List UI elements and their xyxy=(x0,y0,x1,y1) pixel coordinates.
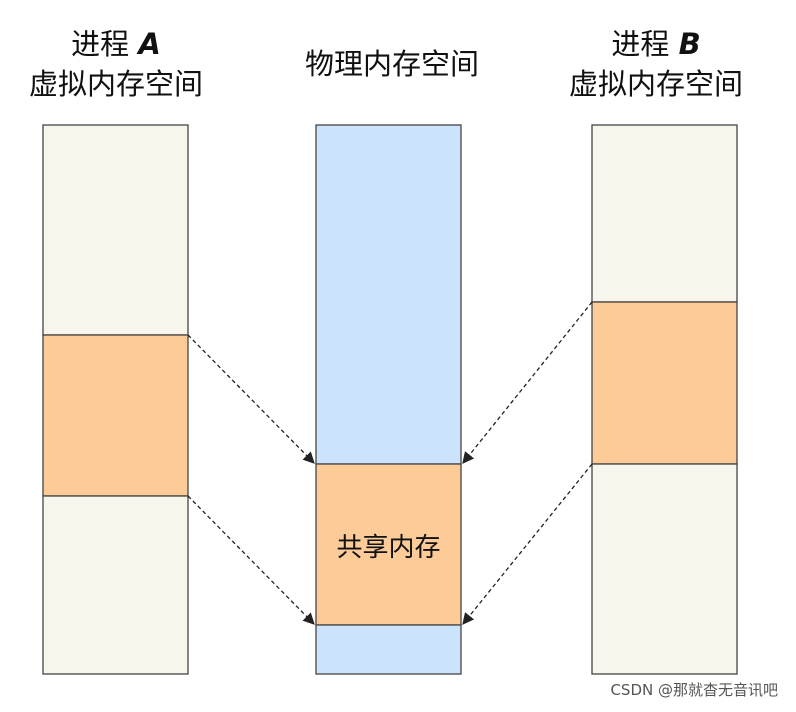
shared-memory-region xyxy=(315,463,462,626)
physical-memory-top xyxy=(315,124,462,465)
process-b-free-bottom xyxy=(591,463,738,675)
arrow-a-bottom-to-shared-bottom xyxy=(187,495,315,625)
process-b-subtitle: 虚拟内存空间 xyxy=(568,67,743,101)
arrow-b-bottom-to-shared-bottom xyxy=(462,463,593,625)
process-b-title-letter: B xyxy=(678,27,701,61)
process-a-title: 进程 A xyxy=(8,24,224,64)
process-a-free-top xyxy=(42,124,189,336)
arrow-b-top-to-shared-top xyxy=(462,301,593,464)
process-b-free-top xyxy=(591,124,738,303)
process-b-shared-region xyxy=(591,301,738,465)
physical-memory-column: 共享内存 xyxy=(315,124,462,675)
process-a-column xyxy=(42,124,189,675)
process-b-title: 进程 B xyxy=(548,24,764,64)
process-b-label: 进程 B 虚拟内存空间 xyxy=(548,24,764,104)
process-a-shared-region xyxy=(42,334,189,497)
physical-memory-bottom xyxy=(315,624,462,675)
physical-memory-label: 物理内存空间 xyxy=(304,47,479,81)
watermark: CSDN @那就杳无音讯吧 xyxy=(610,681,778,699)
shared-memory-label: 共享内存 xyxy=(336,533,440,563)
process-b-title-cn: 进程 xyxy=(611,27,670,61)
process-a-free-bottom xyxy=(42,495,189,675)
process-a-label: 进程 A 虚拟内存空间 xyxy=(8,24,224,104)
process-b-column xyxy=(591,124,738,675)
arrow-a-top-to-shared-top xyxy=(187,334,315,464)
process-a-title-cn: 进程 xyxy=(71,27,130,61)
process-a-subtitle: 虚拟内存空间 xyxy=(28,67,203,101)
process-a-title-letter: A xyxy=(138,27,161,61)
